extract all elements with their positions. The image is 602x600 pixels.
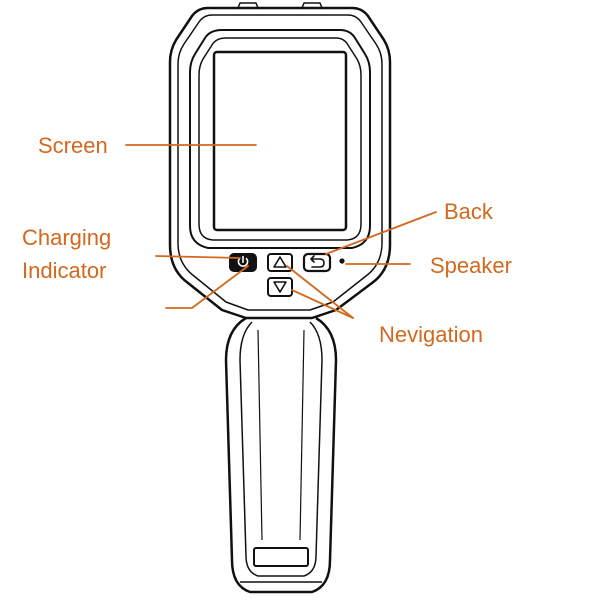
head-outer-shell [168, 6, 392, 320]
leader-navigation-up [286, 265, 354, 319]
top-bump-right [301, 2, 323, 9]
label-indicator: Indicator [22, 258, 106, 283]
head-inner-shell [177, 14, 383, 311]
top-bump-left [237, 2, 259, 9]
label-screen: Screen [38, 133, 108, 158]
head-bezel-outer [189, 29, 371, 249]
speaker-hole [339, 258, 345, 264]
return-arrow-icon [310, 255, 325, 268]
label-speaker: Speaker [430, 253, 512, 278]
triangle-down-icon [273, 281, 287, 293]
leader-lines [125, 144, 437, 319]
handle-base-slot [253, 547, 309, 567]
label-charging: Charging [22, 225, 111, 250]
label-back: Back [444, 199, 494, 224]
leader-indicator-diag [191, 265, 249, 309]
down-button[interactable] [267, 277, 293, 297]
device-head [168, 2, 392, 320]
leader-charging [155, 255, 241, 259]
power-icon [237, 255, 249, 267]
device-handle [224, 316, 338, 594]
head-bezel-inner [198, 37, 362, 241]
leader-navigation-down [291, 289, 354, 319]
label-navigation: Nevigation [379, 322, 483, 347]
power-button[interactable] [229, 253, 257, 272]
handle-inner [239, 321, 323, 577]
up-button[interactable] [267, 253, 293, 272]
back-button[interactable] [302, 252, 332, 273]
leader-back [325, 211, 437, 255]
handle-outer [224, 316, 338, 594]
handle-groove [257, 329, 305, 541]
screen-display [212, 50, 348, 232]
triangle-up-icon [273, 256, 287, 268]
